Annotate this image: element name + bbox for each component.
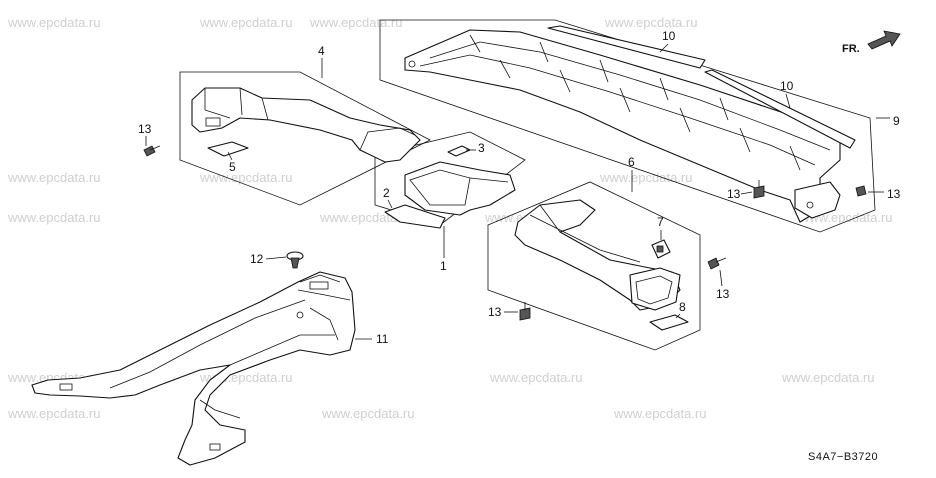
- callout-7: 7: [657, 215, 664, 229]
- callout-8: 8: [679, 300, 686, 314]
- screw-13-left: [143, 145, 161, 157]
- callout-2: 2: [383, 186, 390, 200]
- gasket-7-hole: [656, 245, 664, 253]
- screw-13-mid: [753, 180, 765, 199]
- watermark: www.epcdata.ru: [7, 210, 101, 225]
- callout-12: 12: [250, 252, 264, 266]
- pad-8: [649, 314, 689, 331]
- front-arrow-icon: FR.: [842, 30, 901, 55]
- duct-floor-11: [31, 271, 356, 466]
- callout-10: 10: [780, 79, 794, 93]
- callout-10: 10: [662, 29, 676, 43]
- screw-13-right: [855, 185, 867, 197]
- watermark: www.epcdata.ru: [613, 406, 707, 421]
- screw-13-duct6: [707, 257, 727, 270]
- pad-2: [384, 204, 446, 229]
- callout-1: 1: [440, 259, 447, 273]
- watermark: www.epcdata.ru: [781, 370, 875, 385]
- watermark: www.epcdata.ru: [7, 15, 101, 30]
- callouts: 4 13 5 3 2 1 10 10 9 13 13 6 7 13 8 13 1: [138, 29, 901, 346]
- diagram-code: S4A7−B3720: [808, 451, 878, 463]
- duct-outlet-1: [404, 161, 516, 216]
- callout-13: 13: [488, 305, 502, 319]
- screw-13-lower: [519, 302, 531, 321]
- callout-4: 4: [318, 44, 325, 58]
- clip-12: [286, 251, 304, 269]
- callout-3: 3: [478, 141, 485, 155]
- callout-9: 9: [893, 114, 900, 128]
- watermark: www.epcdata.ru: [7, 406, 101, 421]
- watermark: www.epcdata.ru: [199, 15, 293, 30]
- callout-6: 6: [628, 155, 635, 169]
- callout-13: 13: [727, 187, 741, 201]
- group-frames: [179, 19, 876, 351]
- gasket-3: [447, 145, 471, 157]
- watermark: www.epcdata.ru: [599, 170, 693, 185]
- fasteners: [143, 145, 867, 321]
- watermark: www.epcdata.ru: [489, 370, 583, 385]
- seal-strip-10: [547, 25, 856, 149]
- watermark: www.epcdata.ru: [309, 15, 403, 30]
- duct-4: [191, 87, 421, 163]
- watermark: www.epcdata.ru: [604, 15, 698, 30]
- duct-6: [514, 199, 681, 311]
- watermark: www.epcdata.ru: [7, 170, 101, 185]
- watermark: www.epcdata.ru: [321, 406, 415, 421]
- frame-part-4: [179, 71, 431, 206]
- callout-13: 13: [716, 287, 730, 301]
- watermark: www.epcdata.ru: [199, 170, 293, 185]
- callout-11: 11: [376, 332, 389, 346]
- direction-label: FR.: [842, 43, 860, 55]
- pad-5: [207, 141, 249, 157]
- callout-13: 13: [138, 122, 152, 136]
- frame-part-6: [487, 181, 701, 351]
- duct-main-9: [404, 29, 841, 223]
- frame-part-9: [379, 19, 876, 233]
- callout-5: 5: [229, 160, 236, 174]
- callout-13: 13: [887, 187, 901, 201]
